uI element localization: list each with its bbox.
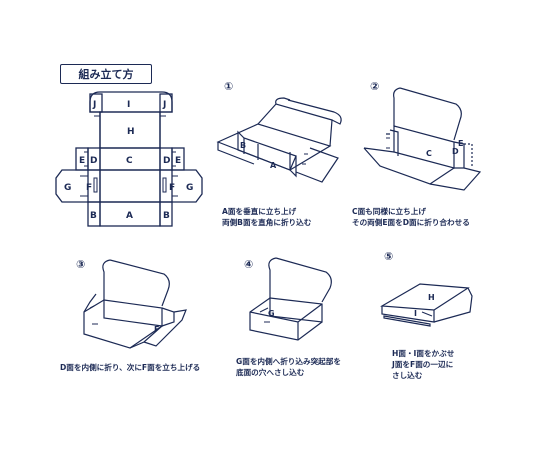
net-label-b-right: B bbox=[163, 211, 170, 221]
step-1-label-b: B bbox=[240, 141, 246, 150]
net-label-e-right: E bbox=[175, 156, 181, 166]
step-3-number: ③ bbox=[76, 258, 86, 271]
net-label-h: H bbox=[127, 127, 135, 137]
step-3-caption: D面を内側に折り、次にF面を立ち上げる bbox=[60, 363, 201, 372]
step-4-number: ④ bbox=[244, 258, 254, 271]
step-5-label-i: I bbox=[414, 309, 417, 318]
step-1-number: ① bbox=[224, 80, 234, 93]
step-1-label-a: A bbox=[270, 161, 277, 170]
step-4-label-g: G bbox=[268, 309, 275, 318]
step-2-number: ② bbox=[370, 80, 380, 93]
net-label-d-left: D bbox=[90, 156, 97, 166]
net-tab-j-right bbox=[159, 93, 173, 113]
step-2-label-d: D bbox=[452, 147, 459, 156]
step-5-label-h: H bbox=[428, 293, 435, 302]
net-label-g-right: G bbox=[186, 183, 193, 193]
net-label-j-right: J bbox=[162, 100, 166, 110]
net-label-g-left: G bbox=[64, 183, 71, 193]
net-panel-b-right bbox=[159, 201, 173, 227]
step-1-caption: A面を垂直に立ち上げ両側B面を直角に折り込む bbox=[222, 207, 312, 227]
net-panel-g-left bbox=[55, 169, 88, 203]
step-2-diagram: C D E bbox=[363, 87, 482, 191]
net-label-d-right: D bbox=[163, 156, 170, 166]
net-label-i: I bbox=[127, 100, 130, 110]
step-4-diagram: G bbox=[249, 257, 332, 341]
step-2-caption: C面も同様に立ち上げその両側E面をD面に折り合わせる bbox=[352, 207, 470, 227]
step-3-diagram: F bbox=[83, 259, 187, 349]
net-label-f-left: F bbox=[86, 183, 92, 193]
net-tab-j-left bbox=[89, 93, 103, 113]
step-2-label-e: E bbox=[458, 139, 463, 148]
step-2-label-c: C bbox=[426, 149, 432, 158]
step-5-number: ⑤ bbox=[384, 250, 394, 263]
net-label-j-left: J bbox=[92, 100, 96, 110]
net-label-e-left: E bbox=[79, 156, 85, 166]
step-5-diagram: H I bbox=[380, 283, 473, 327]
net-label-a: A bbox=[126, 211, 133, 221]
net-panel-b-left bbox=[87, 201, 101, 227]
net-panel-bottom bbox=[99, 169, 161, 203]
step-3-label-f: F bbox=[154, 325, 159, 334]
title-box: 組み立て方 bbox=[60, 64, 152, 84]
net-panel-g-right bbox=[172, 169, 203, 203]
step-4-caption: G面を内側へ折り込み突起部を底面の穴へさし込む bbox=[236, 357, 341, 377]
net-label-b-left: B bbox=[90, 211, 97, 221]
step-1-diagram: A B bbox=[216, 97, 342, 183]
net-label-f-right: F bbox=[169, 183, 175, 193]
box-net-diagram: J I J H E D C D E G F F G B A B bbox=[55, 91, 203, 227]
net-label-c: C bbox=[126, 156, 133, 166]
